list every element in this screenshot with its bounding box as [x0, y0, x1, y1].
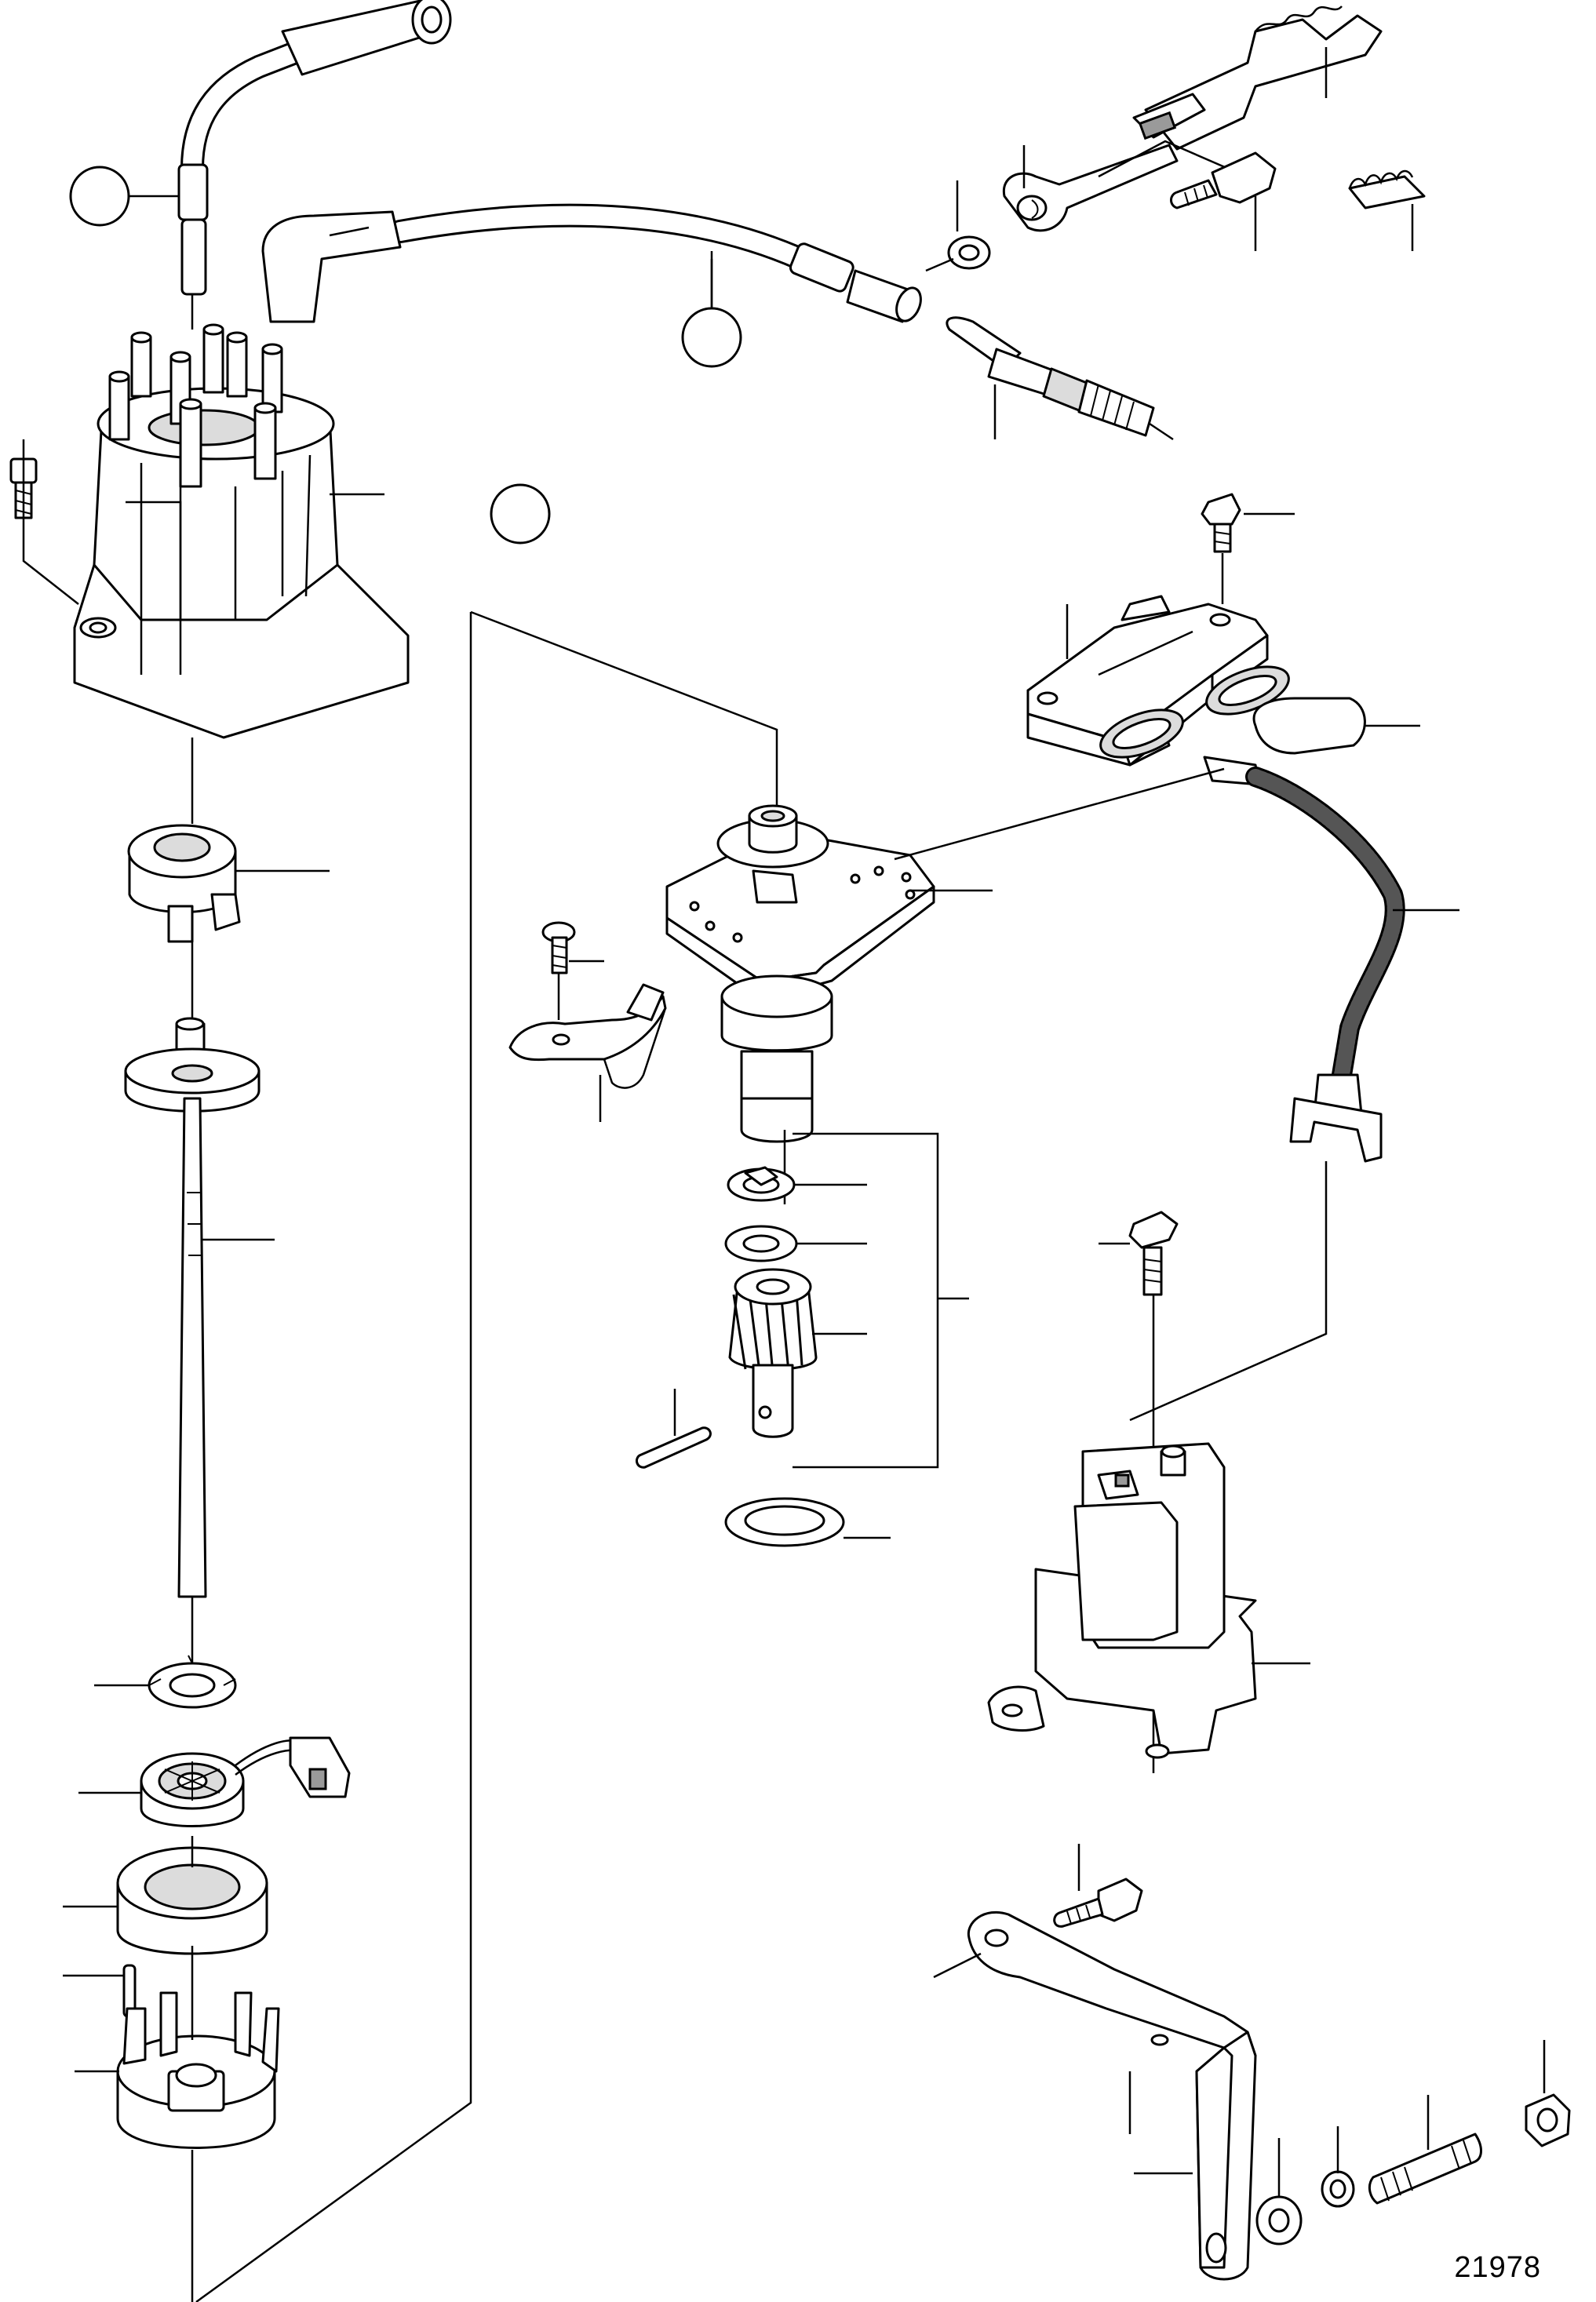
- magnet-ring: [116, 1846, 268, 1955]
- bracket-screw-lower: [1053, 1878, 1143, 1928]
- wiring-harness: [1203, 756, 1405, 1163]
- washer-small: [947, 235, 991, 270]
- distributor-shaft: [124, 1017, 261, 1598]
- figure-number: 21978: [1454, 2251, 1541, 2284]
- distributor-cap: [73, 323, 410, 739]
- callout-circle: [490, 483, 551, 545]
- drive-gear: [728, 1268, 818, 1438]
- coil-screw: [1128, 1211, 1179, 1296]
- shim-washer: [724, 1497, 845, 1547]
- stud: [1368, 2133, 1482, 2205]
- pickup-coil: [140, 1736, 351, 1827]
- wire-clip: [1348, 169, 1426, 209]
- lock-washer-stud: [1321, 2170, 1355, 2208]
- callout-circle: [681, 307, 742, 368]
- thrust-washer-lower: [724, 1225, 798, 1262]
- module-screw: [1201, 493, 1241, 553]
- connector-cover: [1252, 697, 1366, 755]
- ignition-module: [1026, 595, 1290, 767]
- callout-circle: [69, 166, 130, 227]
- rotor: [127, 824, 241, 943]
- wire-bracket: [1002, 144, 1179, 232]
- hex-nut: [1525, 2093, 1571, 2147]
- distributor-base: [116, 1991, 280, 2149]
- spark-plug: [946, 316, 1174, 441]
- washer-flat: [1255, 2195, 1303, 2246]
- wire-retainer: [1132, 5, 1383, 151]
- ignition-coil: [987, 1442, 1257, 1759]
- gear-pin: [636, 1426, 712, 1469]
- coil-bracket: [967, 1910, 1257, 2281]
- spark-plug-wire-boot-left: [177, 0, 452, 296]
- spark-plug-wire-horizontal: [261, 203, 922, 323]
- bracket-screw: [1170, 151, 1277, 209]
- hold-down-clamp: [508, 983, 667, 1089]
- thrust-washer-upper: [727, 1166, 796, 1202]
- lock-washer: [148, 1655, 237, 1709]
- clamp-screw: [541, 921, 576, 974]
- distributor-housing: [665, 804, 935, 1143]
